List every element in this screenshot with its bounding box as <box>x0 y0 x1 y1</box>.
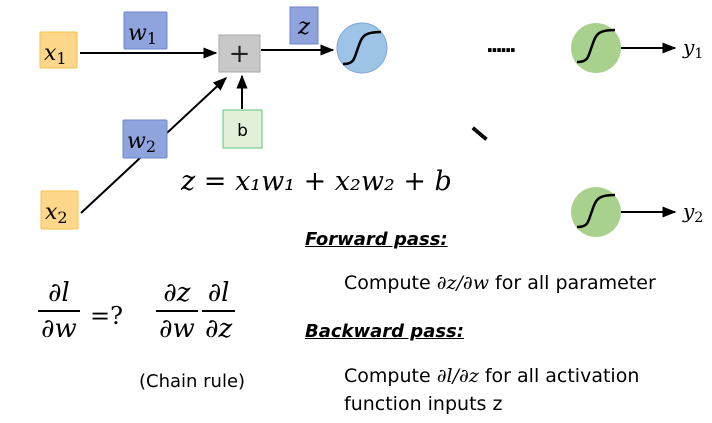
input-x1-box: x1 <box>39 31 78 69</box>
backward-pass-text: Compute ∂l/∂z for all activation <box>344 365 639 387</box>
svg-text:w1: w1 <box>128 21 157 48</box>
forward-pass-text: Compute ∂z/∂w for all parameter <box>344 272 656 294</box>
forward-text-pre: Compute <box>344 272 437 294</box>
input-x2-box: x2 <box>40 190 79 230</box>
z-label-box: z <box>289 6 319 45</box>
forward-text-math: ∂z/∂w <box>436 272 490 294</box>
backward-text-pre: Compute <box>344 365 437 387</box>
output-neuron-1 <box>571 23 621 73</box>
svg-text:z: z <box>297 14 311 40</box>
sigmoid-icon <box>576 193 616 229</box>
dl-dz-fraction: ∂l ∂z <box>202 276 236 346</box>
forward-pass-heading: Forward pass: <box>305 229 448 250</box>
backward-text-math: ∂l/∂z <box>436 365 479 387</box>
sigmoid-icon <box>576 28 616 64</box>
ellipsis-diagonal: ..... <box>467 113 498 144</box>
weight-w2-box: w2 <box>122 119 168 159</box>
sigmoid-icon <box>342 30 382 66</box>
fraction-numerator: ∂l <box>207 278 230 308</box>
ellipsis-horizontal: ...... <box>486 33 515 57</box>
svg-text:x1: x1 <box>44 41 67 68</box>
output-y2: y2 <box>682 199 703 226</box>
svg-text:b: b <box>237 121 248 141</box>
equals-question: =? <box>90 302 123 330</box>
fraction-denominator: ∂w <box>159 314 195 344</box>
fraction-numerator: ∂z <box>163 278 191 308</box>
fraction-bar <box>156 310 198 312</box>
fraction-bar <box>38 310 80 312</box>
fraction-denominator: ∂z <box>205 314 233 344</box>
forward-text-post: for all parameter <box>489 272 656 294</box>
fraction-denominator: ∂w <box>41 314 77 344</box>
dz-dw-fraction: ∂z ∂w <box>156 276 198 346</box>
bias-box: b <box>222 109 263 149</box>
fraction-bar <box>202 310 236 312</box>
output-neuron-2 <box>571 187 621 237</box>
dl-dw-fraction: ∂l ∂w <box>38 276 80 346</box>
output-y1: y1 <box>682 35 703 62</box>
backward-pass-heading: Backward pass: <box>305 321 464 342</box>
svg-text:+: + <box>229 39 251 69</box>
svg-text:w2: w2 <box>127 129 156 156</box>
chain-rule-caption: (Chain rule) <box>139 371 246 392</box>
z-equation: z = x₁w₁ + x₂w₂ + b <box>181 166 452 197</box>
backward-pass-text-line2: function inputs z <box>344 393 503 415</box>
svg-text:x2: x2 <box>45 200 68 227</box>
activation-neuron-blue <box>336 22 388 74</box>
sum-node: + <box>218 34 261 73</box>
weight-w1-box: w1 <box>123 11 168 50</box>
backward-text-post: for all activation <box>478 365 640 387</box>
fraction-numerator: ∂l <box>47 278 70 308</box>
